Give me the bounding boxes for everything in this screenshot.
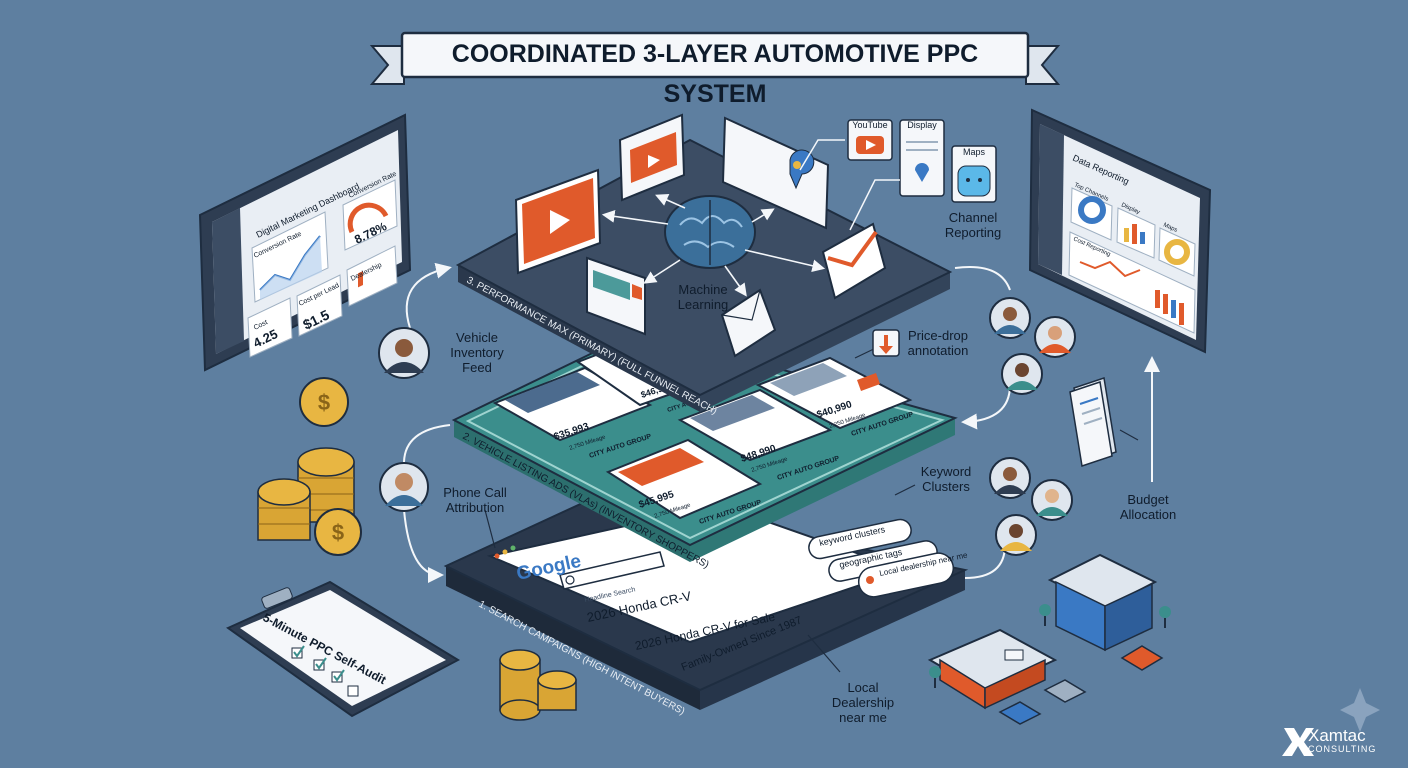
- car-icon: [1120, 645, 1164, 671]
- channel-reporting-label: Channel Reporting: [944, 210, 1002, 240]
- avatar: [1031, 479, 1073, 521]
- youtube-channel-icon: [847, 119, 893, 161]
- dealership-buildings: [927, 553, 1171, 725]
- map-pin-icon: [866, 576, 874, 584]
- gmail-tile: [821, 222, 887, 300]
- pmax-arrows: [601, 194, 826, 297]
- maps-tile: [721, 116, 830, 230]
- google-search-box: [559, 551, 665, 590]
- avatar: [1001, 353, 1043, 395]
- data-reporting-panel: Data Reporting Top Channels Display Maps…: [1028, 108, 1212, 354]
- document-stack-icon: [1069, 377, 1117, 467]
- map-pin-icon: [915, 163, 929, 182]
- play-icon: [648, 155, 660, 168]
- brain-icon: [664, 195, 756, 269]
- car-icon: [1043, 679, 1087, 703]
- avatar: [989, 457, 1031, 499]
- self-audit-clipboard: [225, 580, 461, 718]
- page-title: COORDINATED 3-LAYER AUTOMOTIVE PPC SYSTE…: [451, 40, 979, 108]
- browser-video-tile: [618, 113, 686, 202]
- display-label: Display: [907, 120, 937, 130]
- play-icon: [550, 210, 570, 234]
- machine-learning-label: Machine Learning: [677, 282, 729, 312]
- keyword-clusters-label: Keyword Clusters: [920, 464, 972, 494]
- title-ribbon: [369, 31, 1061, 85]
- car-icon: [998, 701, 1042, 725]
- xamtac-logo-icon: [1282, 728, 1314, 756]
- avatar: [1034, 316, 1076, 358]
- mail-icon: [827, 230, 878, 268]
- youtube-label: YouTube: [852, 120, 887, 130]
- brand-subtitle: CONSULTING: [1308, 744, 1377, 754]
- youtube-video-tile: [514, 168, 602, 275]
- vehicle-inventory-feed-label: Vehicle Inventory Feed: [450, 330, 504, 375]
- display-channel-icon: [899, 119, 945, 197]
- avatar: [995, 514, 1037, 556]
- price-drop-annotation-label: Price-drop annotation: [907, 328, 969, 358]
- display-ad-tile: [586, 256, 646, 336]
- phone-call-attribution-label: Phone Call Attribution: [443, 485, 507, 515]
- local-dealership-label: Local Dealership near me: [831, 680, 895, 725]
- price-drop-arrow-icon: [872, 329, 900, 357]
- svg-text:$: $: [332, 520, 344, 545]
- avatar: [378, 327, 430, 379]
- search-icon: [565, 575, 575, 585]
- svg-text:$: $: [318, 390, 330, 415]
- coin-stack: [499, 649, 577, 721]
- map-pin-icon: [789, 149, 815, 190]
- budget-allocation-label: Budget Allocation: [1119, 492, 1177, 522]
- maps-channel-icon: [951, 145, 997, 203]
- envelope-icon: [720, 288, 777, 358]
- price-drop-tag: [857, 373, 880, 391]
- avatar: [989, 297, 1031, 339]
- brand-name: Xamtac: [1308, 726, 1366, 745]
- marketing-dashboard-panel: Digital Marketing Dashboard Conversion R…: [198, 113, 412, 372]
- reporting-panel-3: Maps: [1162, 222, 1178, 233]
- avatar: [379, 462, 429, 512]
- coin-stack: $ $: [257, 377, 362, 556]
- sparkle-icon: [1340, 688, 1380, 732]
- envelope-tile: [720, 288, 777, 358]
- maps-label: Maps: [963, 147, 986, 157]
